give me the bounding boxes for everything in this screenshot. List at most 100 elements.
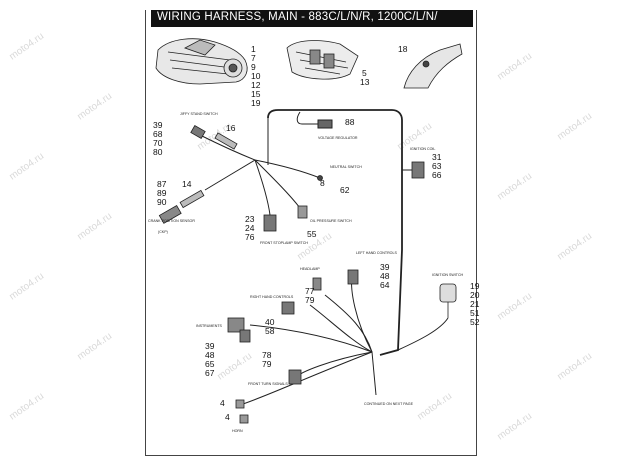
callout: 78 bbox=[262, 350, 272, 360]
callout: 19 bbox=[470, 281, 480, 291]
callout: 58 bbox=[265, 326, 275, 336]
callout: 66 bbox=[432, 170, 442, 180]
callout: 80 bbox=[153, 147, 163, 157]
watermark-text: moto4.ru bbox=[555, 351, 594, 383]
callout: 16 bbox=[226, 123, 236, 133]
callout: 40 bbox=[265, 317, 275, 327]
callout: 67 bbox=[205, 368, 215, 378]
jiffy-stand-connector bbox=[190, 124, 206, 140]
caption-headlamp: HEADLAMP bbox=[300, 267, 320, 271]
caption-crank-position-sub: (CKP) bbox=[158, 230, 168, 234]
watermark-text: moto4.ru bbox=[75, 211, 114, 243]
callout: 23 bbox=[245, 214, 255, 224]
callout: 88 bbox=[345, 117, 355, 127]
callout: 13 bbox=[360, 77, 370, 87]
callout: 87 bbox=[157, 179, 167, 189]
callout: 79 bbox=[305, 295, 315, 305]
callout: 39 bbox=[380, 262, 390, 272]
horn-terminal-a bbox=[235, 399, 245, 409]
ckp-connector bbox=[158, 204, 182, 224]
clip-illustration bbox=[403, 43, 463, 89]
callout: 55 bbox=[307, 229, 317, 239]
callout: 1 bbox=[251, 44, 256, 54]
caption-voltage-regulator: VOLTAGE REGULATOR bbox=[318, 136, 358, 140]
watermark-text: moto4.ru bbox=[495, 171, 534, 203]
callout: 4 bbox=[220, 398, 225, 408]
callout: 62 bbox=[340, 185, 350, 195]
watermark-text: moto4.ru bbox=[215, 351, 254, 383]
caption-jiffy-stand: JIFFY STAND SWITCH bbox=[180, 112, 218, 116]
callout: 79 bbox=[262, 359, 272, 369]
caption-continued: CONTINUED ON NEXT PAGE bbox=[364, 402, 414, 406]
callout: 48 bbox=[380, 271, 390, 281]
callout: 64 bbox=[380, 280, 390, 290]
front-stoplamp-connector bbox=[263, 214, 277, 232]
front-turn-connector bbox=[288, 369, 302, 385]
callout: 77 bbox=[305, 286, 315, 296]
watermark-text: moto4.ru bbox=[75, 91, 114, 123]
callout: 20 bbox=[470, 290, 480, 300]
watermark-text: moto4.ru bbox=[495, 291, 534, 323]
callout: 7 bbox=[251, 53, 256, 63]
neutral-switch-terminal bbox=[317, 175, 323, 181]
watermark-text: moto4.ru bbox=[75, 331, 114, 363]
callout: 68 bbox=[153, 129, 163, 139]
left-hand-connector bbox=[347, 269, 359, 285]
caption-left-hand: LEFT HAND CONTROLS bbox=[356, 251, 397, 255]
callout: 70 bbox=[153, 138, 163, 148]
callout: 10 bbox=[251, 71, 261, 81]
callout: 89 bbox=[157, 188, 167, 198]
caption-crank-position: CRANK POSITION SENSOR bbox=[148, 219, 195, 223]
horn-terminal-b bbox=[239, 414, 249, 424]
watermark-text: moto4.ru bbox=[7, 271, 46, 303]
callout: 18 bbox=[398, 44, 408, 54]
callout: 4 bbox=[225, 412, 230, 422]
ignition-switch-body bbox=[439, 283, 457, 303]
instruments-connector bbox=[227, 317, 245, 333]
watermark-text: moto4.ru bbox=[7, 31, 46, 63]
callout: 65 bbox=[205, 359, 215, 369]
caption-ignition-coil: IGNITION COIL bbox=[410, 147, 435, 151]
caption-oil-pressure: OIL PRESSURE SWITCH bbox=[310, 219, 352, 223]
callout: 14 bbox=[182, 179, 192, 189]
callout: 21 bbox=[470, 299, 480, 309]
callout: 12 bbox=[251, 80, 261, 90]
callout: 39 bbox=[153, 120, 163, 130]
callout: 90 bbox=[157, 197, 167, 207]
callout: 5 bbox=[362, 68, 367, 78]
caption-instruments: INSTRUMENTS bbox=[196, 324, 223, 328]
watermark-text: moto4.ru bbox=[495, 411, 534, 443]
callout: 8 bbox=[320, 178, 325, 188]
callouts: 1 7 9 10 12 15 19 5 13 18 39 68 70 80 16… bbox=[153, 44, 480, 422]
callout: 52 bbox=[470, 317, 480, 327]
ignition-coil-connector bbox=[411, 161, 425, 179]
diagram-frame bbox=[145, 10, 477, 456]
components bbox=[158, 124, 457, 424]
caption-front-stoplamp: FRONT STOPLAMP SWITCH bbox=[260, 241, 308, 245]
caption-front-turn: FRONT TURN SIGNALS bbox=[248, 382, 288, 386]
watermark-text: moto4.ru bbox=[495, 51, 534, 83]
steering-head-illustration bbox=[155, 38, 248, 85]
callout: 19 bbox=[251, 98, 261, 108]
callout: 51 bbox=[470, 308, 480, 318]
watermark-text: moto4.ru bbox=[7, 391, 46, 423]
oil-pressure-connector bbox=[297, 205, 308, 219]
title-banner: WIRING HARNESS, MAIN - 883C/L/N/R, 1200C… bbox=[151, 10, 473, 27]
headlamp-connector bbox=[312, 277, 322, 291]
connector-bracket-illustration bbox=[286, 40, 359, 80]
watermark-text: moto4.ru bbox=[555, 231, 594, 263]
callout: 24 bbox=[245, 223, 255, 233]
caption-neutral-switch: NEUTRAL SWITCH bbox=[330, 165, 362, 169]
callout: 63 bbox=[432, 161, 442, 171]
callout: 48 bbox=[205, 350, 215, 360]
watermark-text: moto4.ru bbox=[415, 391, 454, 423]
captions: JIFFY STAND SWITCH VOLTAGE REGULATOR IGN… bbox=[148, 112, 464, 433]
callout: 31 bbox=[432, 152, 442, 162]
watermark-text: moto4.ru bbox=[7, 151, 46, 183]
callout: 9 bbox=[251, 62, 256, 72]
caption-ignition-switch: IGNITION SWITCH bbox=[432, 273, 464, 277]
caption-horn: HORN bbox=[232, 429, 243, 433]
caption-right-hand: RIGHT HAND CONTROLS bbox=[250, 295, 294, 299]
